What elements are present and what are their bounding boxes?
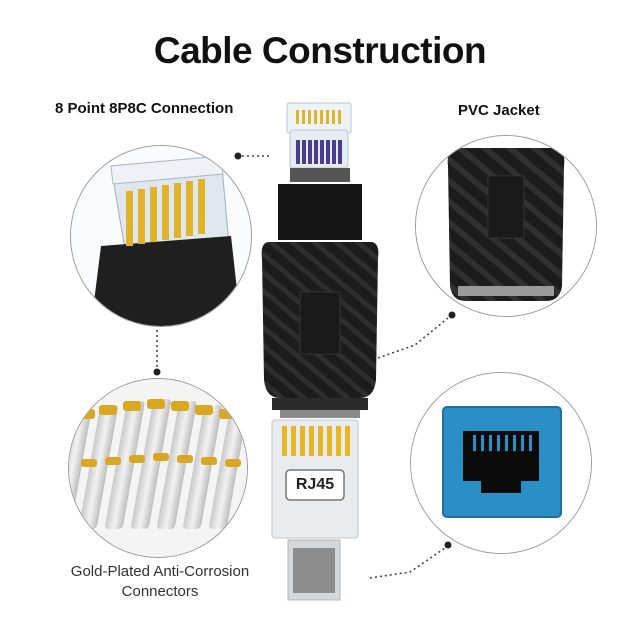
leader-lines [156,155,449,579]
ethernet-port-icon [411,373,591,553]
rj45-plug-lower [271,419,359,601]
gold-caption: Gold-Plated Anti-Corrosion Connectors [40,562,280,602]
gold-caption-line2: Connectors [121,583,199,600]
connection-label: 8 Point 8P8C Connection [55,100,234,117]
adapter-icon [261,168,379,418]
pvc-jacket-icon [416,136,596,316]
dot-gold [153,368,161,376]
gold-caption-line1: Gold-Plated Anti-Corrosion [70,563,250,580]
rj45-plug-icon [286,102,352,169]
jacket-label: PVC Jacket [458,102,540,119]
dot-jacket [448,311,456,319]
gold-detail-circle [68,378,248,558]
jacket-detail-circle [415,135,597,317]
page-title: Cable Construction [153,30,487,71]
plug-closeup-icon [71,146,251,326]
connection-detail-circle [70,145,252,327]
plug-label: RJ45 [295,476,335,493]
gold-pins-icon [69,379,247,557]
port-detail-circle [410,372,592,554]
dot-connection [234,152,242,160]
dot-port [444,541,452,549]
